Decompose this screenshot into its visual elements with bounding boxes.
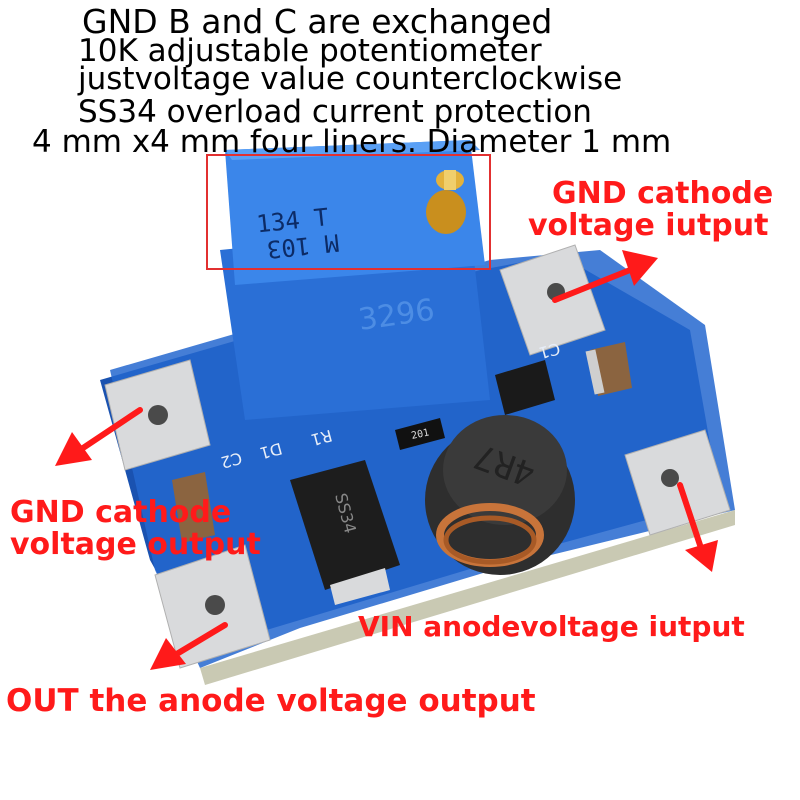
- pot-screw: [426, 190, 466, 234]
- header-line-2: 10K adjustable potentiometer: [78, 33, 542, 69]
- silk-c2: C2: [219, 448, 245, 472]
- label-gnd-top-right-line-1: GND cathode: [552, 176, 774, 211]
- pad-bottom-left: [154, 544, 271, 669]
- capacitor-c1: [585, 342, 632, 396]
- header-line-3: justvoltage value counterclockwise: [78, 61, 623, 97]
- silk-c1: C1: [537, 339, 563, 363]
- label-gnd-top-right-line-2: voltage iutput: [528, 208, 769, 243]
- pad-bottom-right: [624, 429, 731, 536]
- resistor-marking: 201: [410, 427, 430, 442]
- label-gnd-left-line-2: voltage output: [10, 526, 261, 562]
- resistor-r1: 201: [395, 418, 445, 450]
- header-line-5: 4 mm x4 mm four liners. Diameter 1 mm: [32, 124, 672, 160]
- capacitor-c2: [172, 472, 215, 543]
- label-vin: VIN anodevoltage iutput: [358, 610, 745, 643]
- arrow-top-right: [552, 250, 658, 303]
- diode-ss34: SS34: [290, 460, 400, 605]
- header-line-1: GND B and C are exchanged: [82, 2, 553, 41]
- arrow-bottom-left: [150, 622, 228, 670]
- arrow-bottom-right: [677, 482, 718, 572]
- ic-chip: [495, 360, 555, 415]
- label-gnd-top-right-2: voltage iutput: [528, 210, 768, 242]
- pad-top-left: [104, 359, 211, 471]
- label-gnd-left: GND cathode voltage output: [10, 497, 261, 560]
- label-gnd-left-line-1: GND cathode: [10, 495, 232, 530]
- label-out: OUT the anode voltage output: [6, 683, 536, 719]
- potentiometer: 134 T M 103 3296: [220, 140, 490, 420]
- highlight-box: [206, 154, 491, 270]
- arrow-left: [55, 407, 143, 466]
- silk-r1: R1: [309, 426, 334, 450]
- header-line-4: SS34 overload current protection: [78, 94, 592, 130]
- label-gnd-top-right: GND cathode: [552, 178, 773, 210]
- inductor: 4R7: [425, 415, 575, 575]
